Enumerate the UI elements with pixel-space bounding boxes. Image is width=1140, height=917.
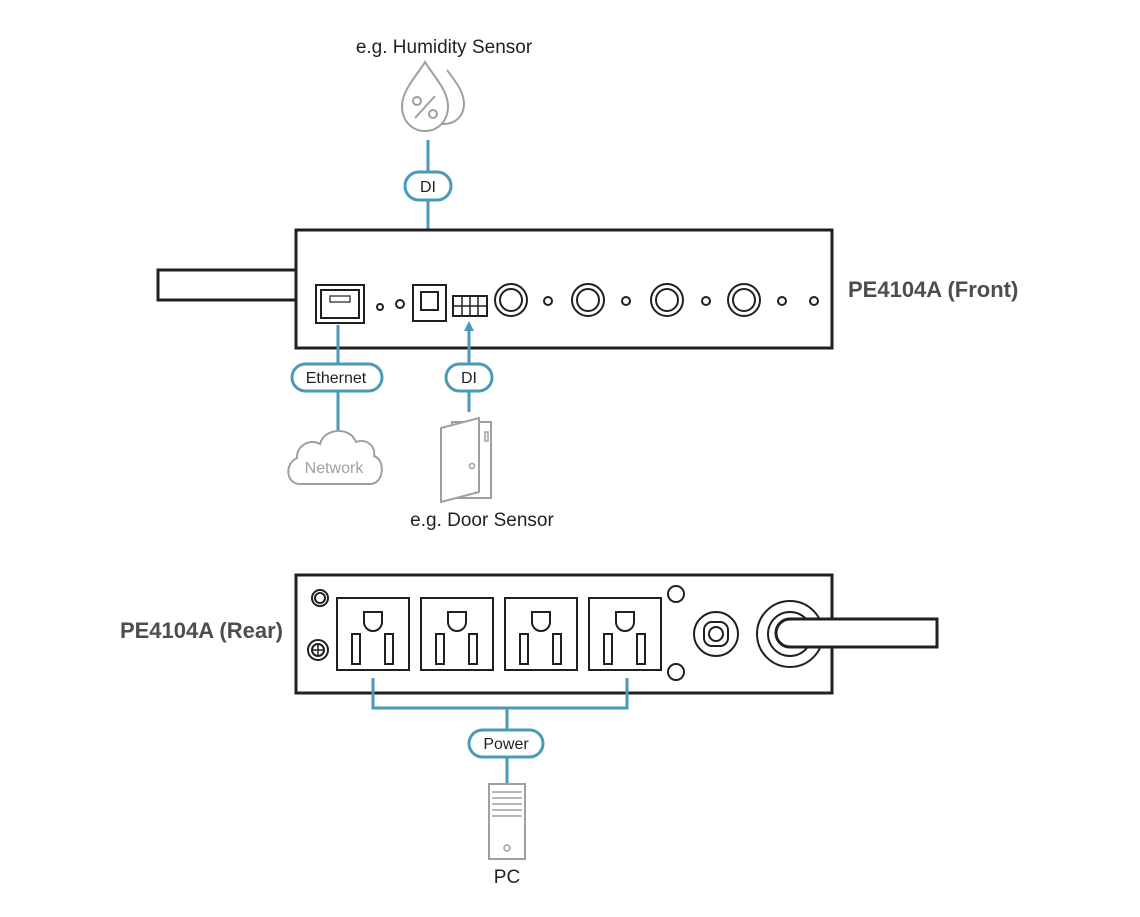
rear-power-cord bbox=[774, 617, 939, 649]
circuit-breaker bbox=[693, 611, 739, 657]
cloud-icon bbox=[287, 430, 383, 485]
door-di-pill bbox=[444, 362, 494, 393]
humidity-sensor-label: e.g. Humidity Sensor bbox=[356, 37, 533, 58]
ac-outlet-4 bbox=[588, 597, 662, 671]
outlet-button-3 bbox=[650, 283, 684, 317]
front-power-cord bbox=[156, 268, 300, 302]
outlet-button-4 bbox=[727, 283, 761, 317]
rear-screw-top-inner bbox=[314, 592, 326, 604]
ac-outlet-2 bbox=[420, 597, 494, 671]
ground-screw-icon bbox=[307, 639, 329, 661]
ethernet-port bbox=[315, 284, 365, 324]
front-panel bbox=[294, 228, 834, 350]
di-terminal-block bbox=[452, 295, 488, 317]
pc-tower-icon bbox=[488, 783, 526, 860]
outlet-button-2 bbox=[571, 283, 605, 317]
outlet-button-1 bbox=[494, 283, 528, 317]
power-pill bbox=[467, 728, 545, 759]
network-label: Network bbox=[305, 460, 365, 477]
front-title: PE4104A (Front) bbox=[848, 277, 1018, 302]
ac-outlet-1 bbox=[336, 597, 410, 671]
outlet-led-3 bbox=[701, 296, 711, 306]
rear-mount-hole-bottom bbox=[667, 663, 685, 681]
power-link bbox=[371, 678, 629, 783]
ethernet-pill bbox=[290, 362, 384, 393]
pc-label: PC bbox=[494, 867, 520, 888]
power-led bbox=[809, 296, 819, 306]
outlet-led-4 bbox=[777, 296, 787, 306]
door-icon bbox=[440, 416, 492, 504]
ethernet-label: Ethernet bbox=[306, 370, 367, 387]
power-label: Power bbox=[483, 736, 529, 753]
humidity-di-pill bbox=[403, 170, 453, 202]
front-led-1 bbox=[376, 303, 384, 311]
outlet-led-2 bbox=[621, 296, 631, 306]
door-sensor-label: e.g. Door Sensor bbox=[410, 510, 554, 531]
ac-outlet-3 bbox=[504, 597, 578, 671]
outlet-led-1 bbox=[543, 296, 553, 306]
rear-title: PE4104A (Rear) bbox=[120, 618, 283, 643]
rear-panel bbox=[294, 573, 834, 695]
sensor-port bbox=[412, 284, 447, 322]
rear-mount-hole-top bbox=[667, 585, 685, 603]
humidity-icon bbox=[400, 60, 466, 133]
door-di-label: DI bbox=[461, 370, 477, 387]
front-led-2 bbox=[395, 299, 405, 309]
rear-screw-top bbox=[311, 589, 329, 607]
humidity-di-label: DI bbox=[420, 179, 436, 196]
